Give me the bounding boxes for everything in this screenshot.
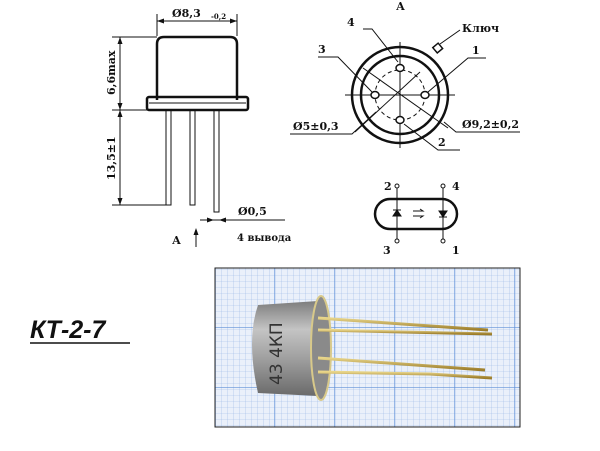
can-marking: 43 4КП bbox=[267, 322, 287, 385]
side-view: Ø8,3 -0,2 6,6max 13,5±1 Ø0,5 4 вывода А bbox=[105, 7, 292, 247]
schematic-pin-4: 4 bbox=[452, 180, 460, 193]
schematic: 2 4 3 1 bbox=[373, 180, 460, 257]
lead bbox=[165, 109, 172, 206]
key-label: Ключ bbox=[462, 22, 499, 35]
leads bbox=[317, 316, 493, 380]
lead-length-label: 13,5±1 bbox=[105, 136, 118, 180]
flange-label: Ø9,2±0,2 bbox=[462, 118, 519, 131]
product-photo: 43 4КП bbox=[214, 267, 521, 428]
lead-diameter-label: Ø0,5 bbox=[238, 205, 267, 218]
view-marker: А bbox=[396, 0, 405, 13]
pin-label-2: 2 bbox=[438, 136, 446, 149]
photodiode-symbol bbox=[438, 210, 448, 218]
view-marker: А bbox=[172, 234, 181, 247]
schematic-pin-1: 1 bbox=[452, 244, 460, 257]
height-label: 6,6max bbox=[105, 50, 118, 95]
flange bbox=[145, 95, 250, 112]
part-title: КТ-2-7 bbox=[30, 316, 106, 344]
lead bbox=[213, 109, 220, 213]
pin-label-4: 4 bbox=[347, 16, 355, 29]
pin-label-1: 1 bbox=[472, 44, 480, 57]
pitch-label: Ø5±0,3 bbox=[293, 120, 339, 133]
key-tab bbox=[431, 42, 444, 55]
schematic-pin-3: 3 bbox=[383, 244, 391, 257]
led-symbol bbox=[392, 209, 402, 217]
bottom-view: А 4 3 1 2 Ключ Ø5±0,3 Ø9,2±0,2 bbox=[290, 0, 520, 151]
pin-label-3: 3 bbox=[318, 43, 326, 56]
diameter-label: Ø8,3 bbox=[172, 7, 201, 20]
schematic-pin-2: 2 bbox=[384, 180, 392, 193]
lead bbox=[189, 109, 196, 206]
diameter-tolerance: -0,2 bbox=[211, 12, 226, 21]
case-body bbox=[155, 35, 239, 100]
lead-count-label: 4 вывода bbox=[237, 233, 292, 244]
